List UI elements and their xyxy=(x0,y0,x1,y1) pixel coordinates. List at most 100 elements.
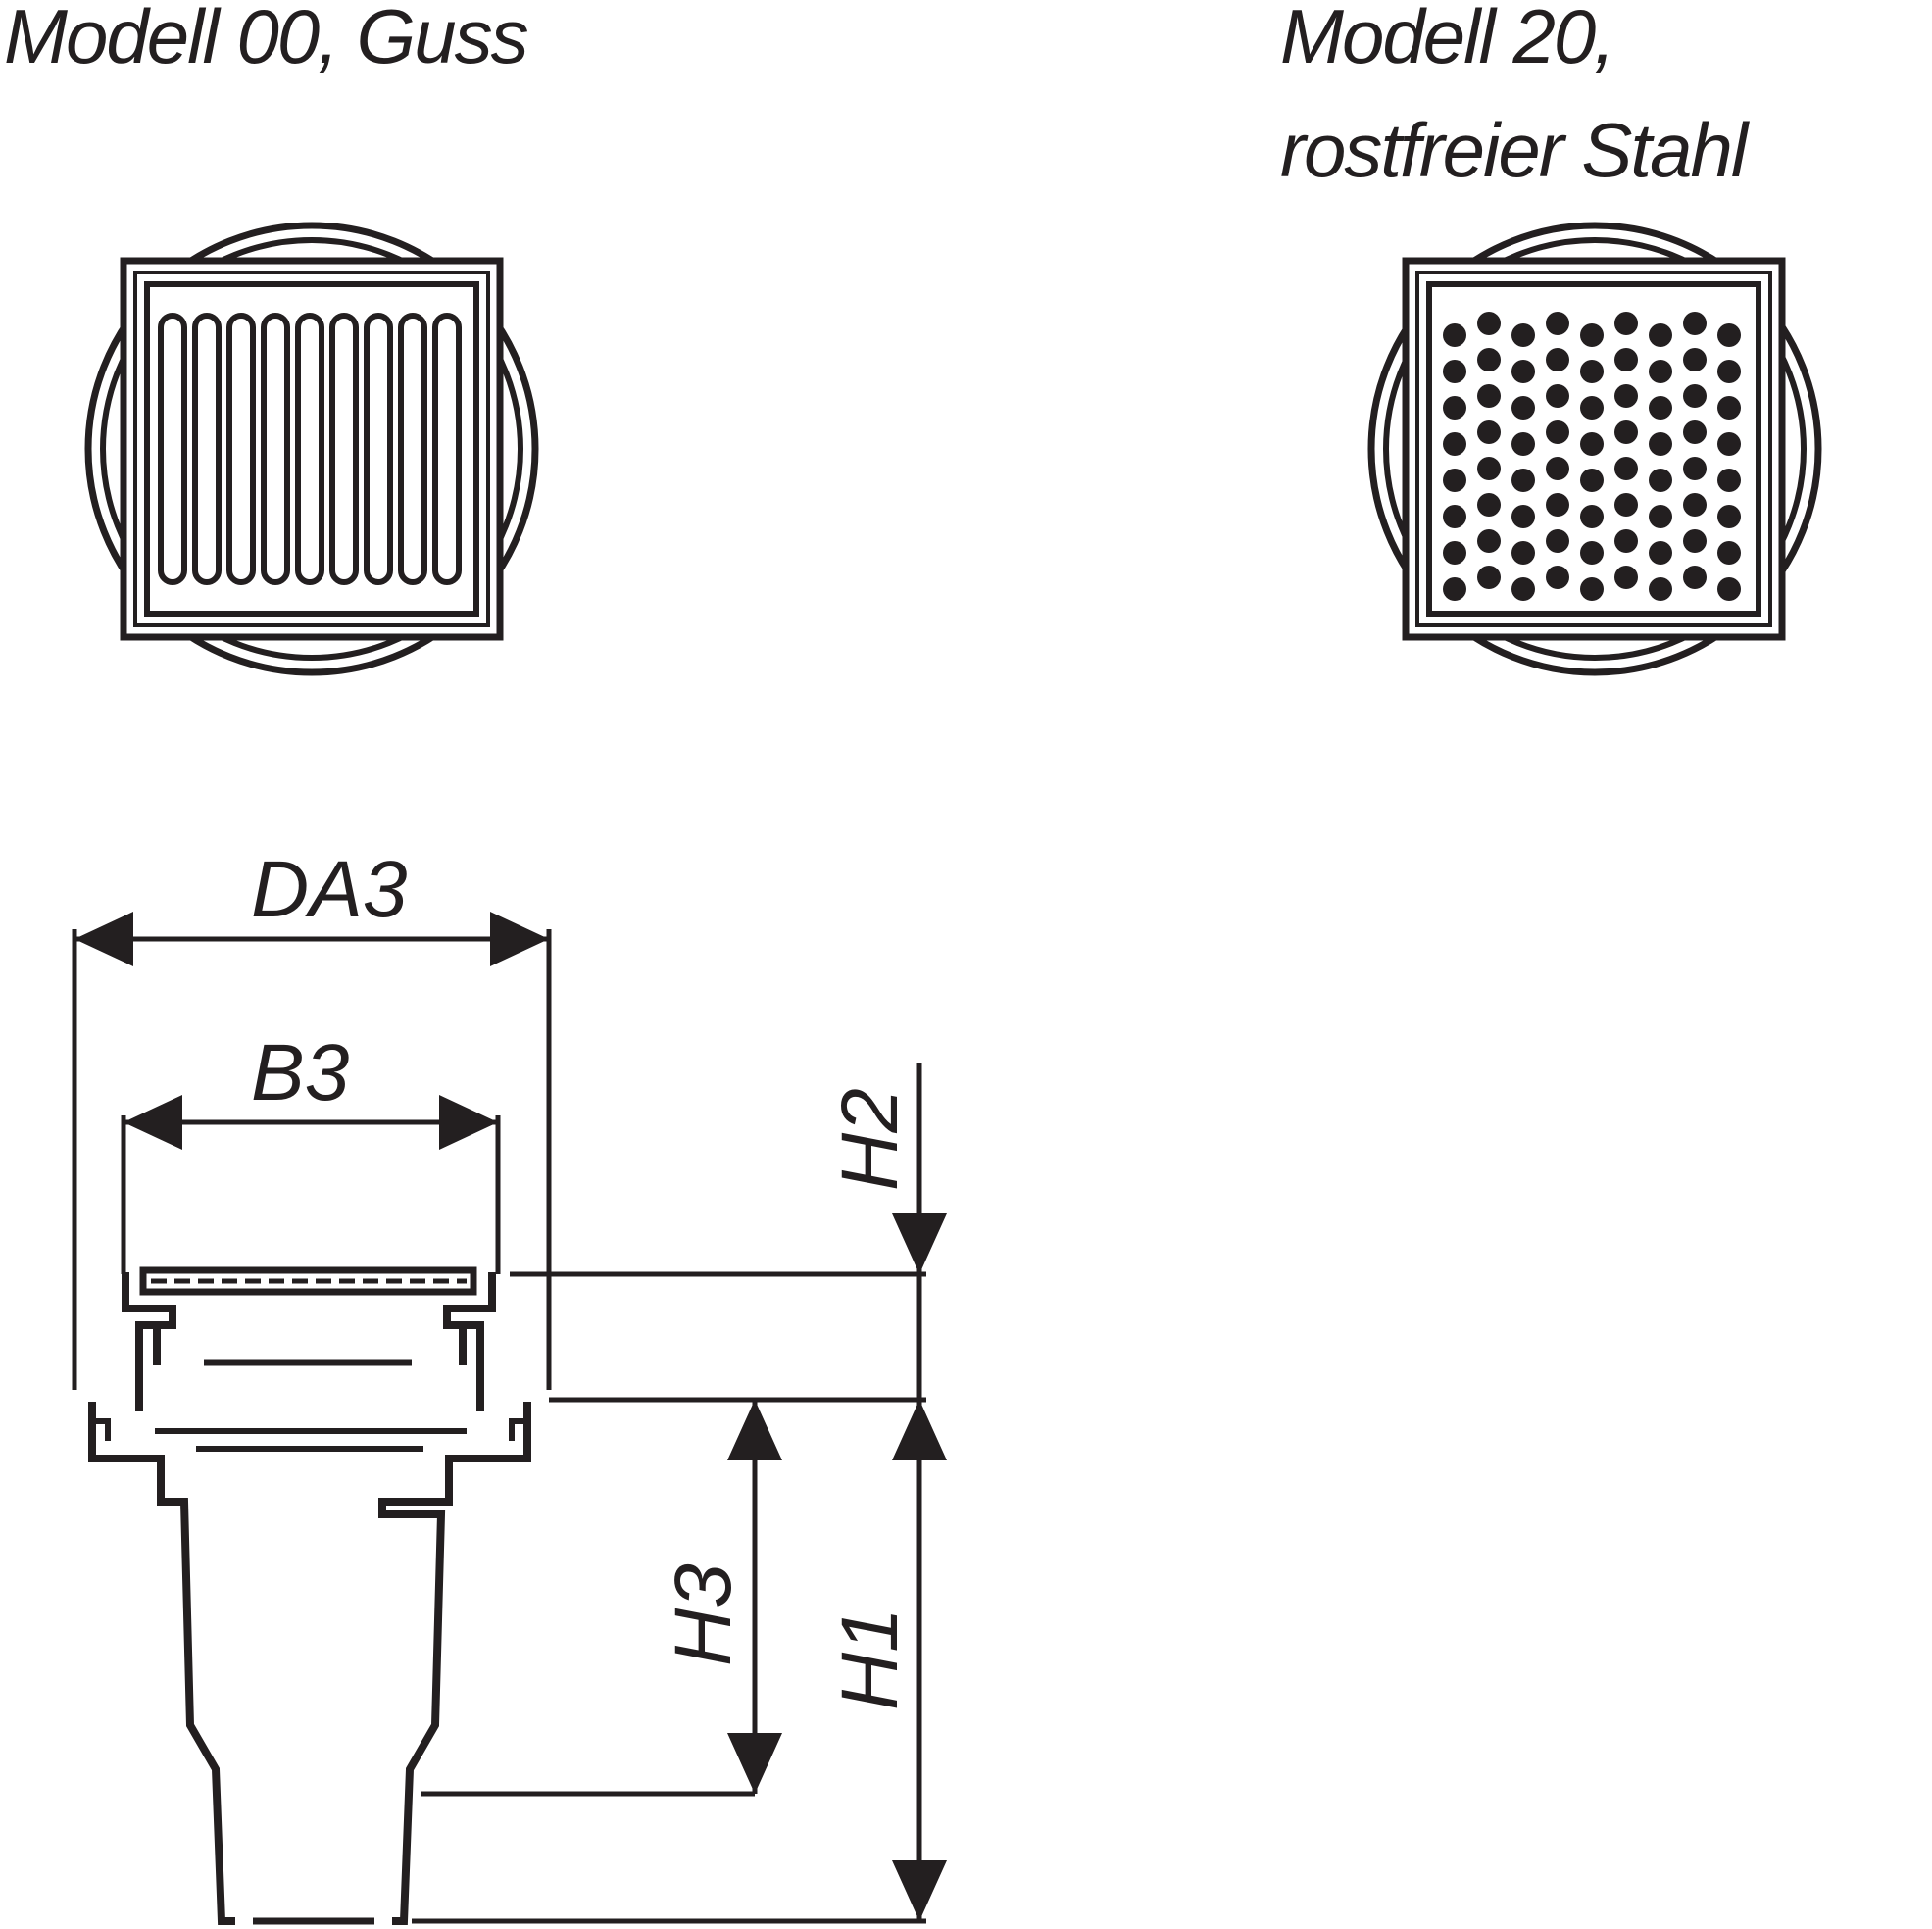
b3-arrow-left xyxy=(124,1095,182,1150)
grate-hole xyxy=(1614,312,1638,335)
grate-hole xyxy=(1443,323,1466,347)
h2-arrow xyxy=(892,1213,947,1274)
grate-hole xyxy=(1511,469,1535,492)
da3-arrow-left xyxy=(74,912,133,966)
model-00-slots xyxy=(158,313,462,585)
dimension-arrows xyxy=(74,912,947,1921)
grate-hole xyxy=(1443,577,1466,601)
grate-slot xyxy=(398,313,427,585)
h1-arrow-top xyxy=(892,1400,947,1460)
grate-hole xyxy=(1477,312,1501,335)
model-00-inner-ring xyxy=(100,237,523,661)
grate-hole xyxy=(1717,505,1741,528)
grate-hole xyxy=(1477,348,1501,371)
grate-hole xyxy=(1683,566,1707,589)
grate-hole xyxy=(1580,469,1604,492)
grate-hole xyxy=(1443,432,1466,456)
grate-hole xyxy=(1511,505,1535,528)
grate-hole xyxy=(1580,396,1604,420)
model-20-perforation xyxy=(1443,312,1741,601)
grate-hole xyxy=(1649,469,1672,492)
grate-hole xyxy=(1614,420,1638,444)
grate-hole xyxy=(1614,566,1638,589)
grate-hole xyxy=(1580,577,1604,601)
grate-hole xyxy=(1649,577,1672,601)
label-h2: H2 xyxy=(825,1088,915,1191)
grate-hole xyxy=(1717,396,1741,420)
grate-hole xyxy=(1546,348,1569,371)
grate-slot xyxy=(261,313,290,585)
grate-hole xyxy=(1683,384,1707,408)
grate-slot xyxy=(329,313,359,585)
grate-hole xyxy=(1614,348,1638,371)
grate-hole xyxy=(1580,541,1604,565)
grate-hole xyxy=(1477,420,1501,444)
section-frame-right xyxy=(443,1272,496,1411)
grate-hole xyxy=(1443,541,1466,565)
section-barb-right xyxy=(509,1418,527,1441)
grate-hole xyxy=(1477,384,1501,408)
h3-arrow-bottom xyxy=(727,1733,782,1794)
grate-hole xyxy=(1546,493,1569,517)
grate-hole xyxy=(1443,469,1466,492)
model-20-title-line1: Modell 20, xyxy=(1280,0,1613,79)
grate-hole xyxy=(1614,384,1638,408)
model-20-inner-ring xyxy=(1383,237,1807,661)
label-b3: B3 xyxy=(251,1028,349,1117)
model-00-grate-top-view xyxy=(84,222,539,676)
grate-slot xyxy=(432,313,462,585)
grate-hole xyxy=(1683,420,1707,444)
section-body-right xyxy=(378,1402,531,1925)
grate-hole xyxy=(1580,505,1604,528)
da3-arrow-right xyxy=(490,912,549,966)
grate-hole xyxy=(1477,493,1501,517)
h1-arrow-bottom xyxy=(892,1860,947,1921)
model-20-title-line2: rostfreier Stahl xyxy=(1280,107,1751,193)
label-h3: H3 xyxy=(659,1563,748,1666)
grate-hole xyxy=(1546,566,1569,589)
model-00-outer-ring xyxy=(84,222,539,676)
grate-hole xyxy=(1649,323,1672,347)
model-00-frame-mid xyxy=(133,271,490,627)
label-h1: H1 xyxy=(825,1608,915,1710)
grate-hole xyxy=(1546,312,1569,335)
grate-hole xyxy=(1580,432,1604,456)
grate-slot xyxy=(364,313,393,585)
model-00-title: Modell 00, Guss xyxy=(4,0,528,79)
grate-hole xyxy=(1683,348,1707,371)
grate-hole xyxy=(1717,541,1741,565)
section-view xyxy=(72,912,947,1925)
grate-slot xyxy=(295,313,324,585)
grate-hole xyxy=(1511,396,1535,420)
b3-arrow-right xyxy=(439,1095,498,1150)
grate-hole xyxy=(1511,577,1535,601)
grate-hole xyxy=(1717,360,1741,383)
grate-hole xyxy=(1580,323,1604,347)
grate-hole xyxy=(1477,566,1501,589)
model-00-frame-inner xyxy=(144,281,479,617)
grate-hole xyxy=(1511,323,1535,347)
grate-hole xyxy=(1546,529,1569,553)
grate-hole xyxy=(1546,384,1569,408)
grate-hole xyxy=(1546,420,1569,444)
section-grate xyxy=(139,1266,477,1296)
grate-slot xyxy=(192,313,222,585)
grate-hole xyxy=(1683,529,1707,553)
grate-hole xyxy=(1649,505,1672,528)
grate-hole xyxy=(1649,396,1672,420)
section-frame-left xyxy=(122,1272,176,1411)
dimension-lines xyxy=(72,929,926,1924)
label-da3: DA3 xyxy=(251,845,408,934)
grate-hole xyxy=(1717,323,1741,347)
grate-slot xyxy=(158,313,187,585)
grate-hole xyxy=(1477,529,1501,553)
grate-hole xyxy=(1511,432,1535,456)
grate-slot xyxy=(226,313,256,585)
grate-hole xyxy=(1717,432,1741,456)
grate-hole xyxy=(1649,541,1672,565)
model-20-outer-ring xyxy=(1367,222,1822,676)
grate-hole xyxy=(1683,493,1707,517)
grate-hole xyxy=(1717,577,1741,601)
section-body-left xyxy=(88,1402,235,1925)
